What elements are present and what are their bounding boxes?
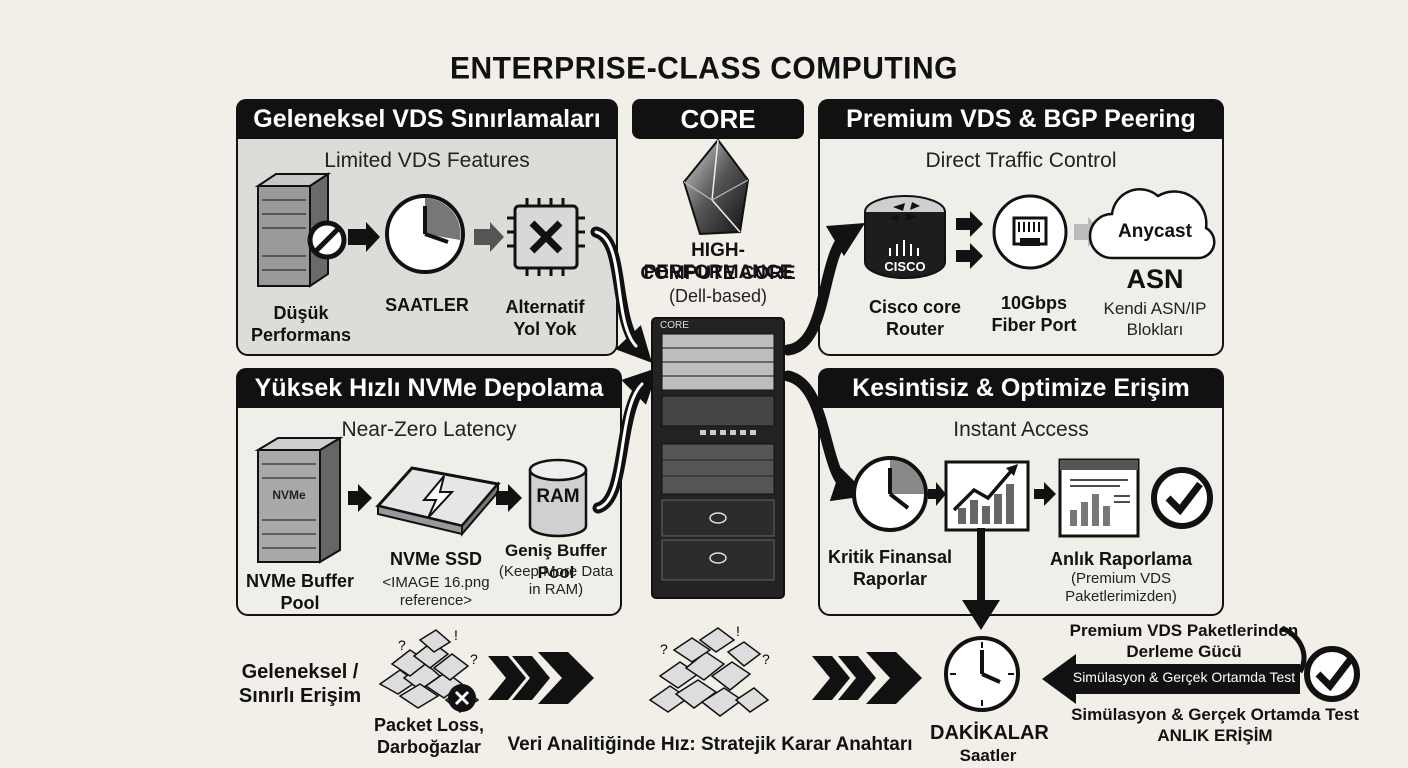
checkmark-icon	[1151, 467, 1213, 529]
panel-header: Premium VDS & BGP Peering	[818, 99, 1224, 139]
label-hours: SAATLER	[385, 295, 469, 315]
server-rack-icon	[651, 317, 785, 599]
label-buffer-pool: Geniş Buffer Pool	[504, 541, 608, 582]
label-minutes: DAKİKALAR	[930, 722, 1049, 744]
dakikalar-clock-icon	[944, 636, 1020, 712]
label-strategic-key: Veri Analitiğinde Hız: Stratejik Karar A…	[507, 734, 913, 755]
ram-mark: RAM	[536, 486, 580, 507]
router-brand: CISCO	[884, 259, 926, 274]
label-anycast: Anycast	[1118, 221, 1192, 242]
core-line-3: (Dell-based)	[668, 286, 768, 306]
label-asn: ASN	[1126, 264, 1184, 294]
arrow-text: Simülasyon & Gerçek Ortamda Test	[1072, 669, 1296, 685]
label-nvme-ssd: NVMe SSD	[389, 549, 483, 569]
packet-loss-pile-icon: ? ! ?	[378, 627, 480, 713]
panel-subtitle: Direct Traffic Control	[925, 149, 1117, 172]
blocked-chip-icon	[507, 198, 585, 276]
data-pile-icon: ? ! ?	[648, 623, 770, 717]
core-header: CORE	[632, 99, 804, 139]
growth-chart-icon	[944, 460, 1030, 532]
svg-text:?: ?	[762, 651, 770, 667]
server-mark: NVMe	[272, 488, 306, 502]
label-instant-reporting: Anlık Raporlama	[1049, 549, 1193, 569]
ram-cylinder-icon	[528, 458, 588, 538]
cisco-router-icon	[864, 195, 946, 279]
label-hours-bottom: Saatler	[959, 746, 1017, 765]
svg-text:?: ?	[470, 651, 478, 667]
clock-icon	[385, 194, 465, 274]
nvme-server-icon	[254, 436, 344, 564]
core-line-1: HIGH-PERFORMANCE	[643, 240, 793, 283]
core-line-2: COMPUTE CORE	[640, 263, 796, 284]
panel-header: Kesintisiz & Optimize Erişim	[818, 368, 1224, 408]
rack-label: CORE	[660, 320, 689, 331]
report-clock-icon	[852, 456, 928, 532]
bottom-check-icon	[1304, 646, 1360, 702]
slow-server-icon	[254, 172, 347, 288]
panel-header: Geleneksel VDS Sınırlamaları	[236, 99, 618, 139]
panel-subtitle: Limited VDS Features	[324, 149, 530, 172]
reverse-arrow-shape	[1042, 625, 1307, 704]
fiber-port-icon	[992, 194, 1068, 270]
crystal-icon	[682, 138, 750, 236]
panel-subtitle: Instant Access	[953, 418, 1089, 441]
label-limited-access: Geleneksel /Sınırlı Erişim	[238, 661, 362, 707]
label-packet-loss: Packet Loss,Darboğazlar	[373, 715, 485, 757]
nvme-ssd-icon	[375, 466, 501, 537]
anycast-cloud-icon	[1088, 188, 1216, 260]
svg-text:!: !	[736, 623, 740, 639]
report-window-icon	[1058, 458, 1140, 538]
panel-header: Yüksek Hızlı NVMe Depolama	[236, 368, 622, 408]
panel-subtitle: Near-Zero Latency	[341, 418, 517, 441]
svg-text:?: ?	[398, 637, 406, 653]
svg-text:!: !	[454, 627, 458, 643]
svg-text:?: ?	[660, 641, 668, 657]
page-title: ENTERPRISE-CLASS COMPUTING	[449, 51, 959, 86]
